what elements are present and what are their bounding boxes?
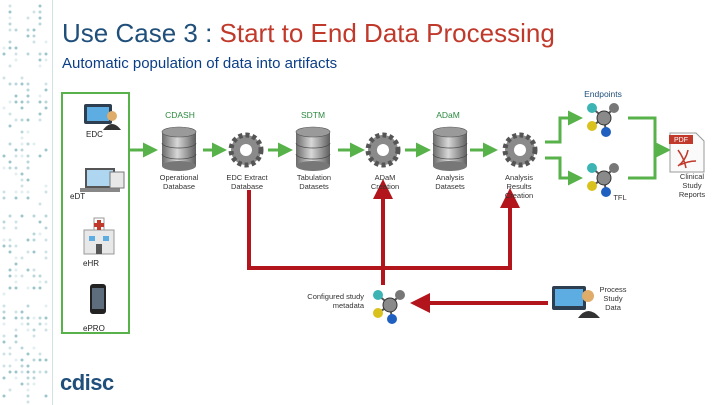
page-title: Use Case 3 : Start to End Data Processin… xyxy=(62,18,555,49)
cdisc-logo: cdisc xyxy=(60,370,114,395)
database-icon-analysis xyxy=(432,126,468,171)
arrow-tfl-to-reports xyxy=(628,150,657,180)
title-prefix: Use Case 3 : xyxy=(62,18,220,48)
network-icon-metadata xyxy=(373,290,405,324)
gear-icon-results xyxy=(502,132,538,168)
laptop-icon-edt xyxy=(80,168,125,192)
gear-icon-extract xyxy=(228,132,264,168)
source-box xyxy=(61,92,130,334)
label-clinical-reports: Clinical Study Reports xyxy=(678,172,706,199)
label-operational-db: Operational Database xyxy=(159,173,199,191)
header-cdash: CDASH xyxy=(165,110,195,120)
gear-icon-adam xyxy=(365,132,401,168)
metadata-arrows xyxy=(247,179,548,313)
label-edc-extract: EDC Extract Database xyxy=(226,173,268,191)
label-process-study-data: Process Study Data xyxy=(599,285,627,312)
source-label-edc: EDC xyxy=(86,130,103,139)
source-label-epro: ePRO xyxy=(83,324,105,333)
database-icon-tabulation xyxy=(295,126,331,171)
hospital-icon-ehr xyxy=(83,217,115,255)
label-adam-creation: ADaM Creation xyxy=(370,173,400,191)
label-analysis-datasets: Analysis Datasets xyxy=(435,173,465,191)
arrow-metadata-loop xyxy=(247,188,520,270)
pipeline-arrows xyxy=(130,110,671,186)
decorative-dot-pattern xyxy=(2,4,48,404)
computer-user-icon-edc xyxy=(84,104,121,130)
header-sdtm: SDTM xyxy=(300,110,326,120)
arrow-results-to-endpoints xyxy=(545,110,583,144)
database-icon-opdb xyxy=(161,126,197,171)
title-accent: Start to End Data Processing xyxy=(219,18,555,48)
source-label-ehr: eHR xyxy=(83,259,100,268)
computer-user-icon-process xyxy=(552,286,600,318)
page-subtitle: Automatic population of data into artifa… xyxy=(62,55,338,72)
label-analysis-results: Analysis Results Creation xyxy=(504,173,534,200)
network-icon-tfl xyxy=(587,163,619,197)
source-label-edt: eDT xyxy=(70,192,86,201)
header-adam: ADaM xyxy=(436,110,460,120)
network-icon-endpoints xyxy=(587,103,619,137)
arrow-endpoints-to-reports xyxy=(628,116,671,158)
header-endpoints: Endpoints xyxy=(584,89,622,99)
pdf-document-icon: PDF xyxy=(669,132,705,173)
smartphone-icon-epro xyxy=(90,284,106,314)
arrow-results-to-tfl xyxy=(545,156,583,186)
label-tfl: TFL xyxy=(613,193,627,202)
label-tabulation: Tabulation Datasets xyxy=(296,173,332,191)
label-configured-metadata: Configured study metadata xyxy=(307,292,364,310)
left-divider xyxy=(52,0,53,405)
pdf-badge-text: PDF xyxy=(674,137,688,144)
